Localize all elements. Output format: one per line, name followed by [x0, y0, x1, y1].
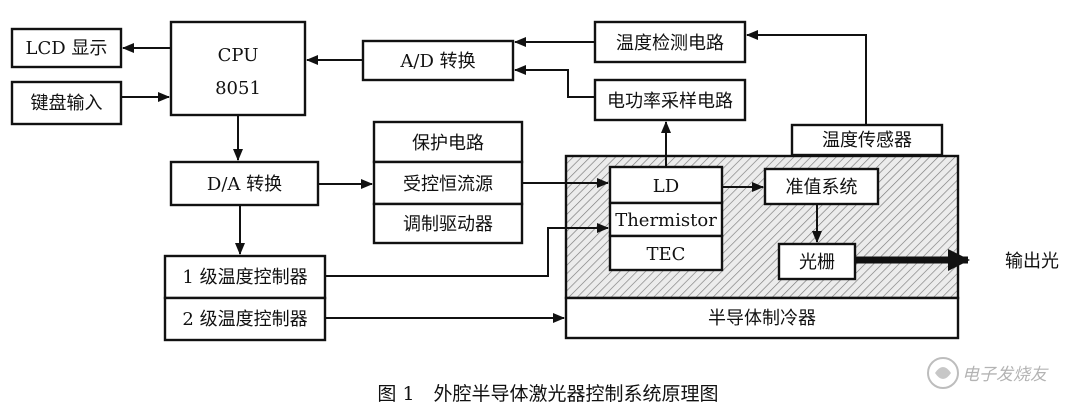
cpu-block: CPU 8051	[169, 20, 307, 117]
thermistor-label: Thermistor	[615, 210, 717, 231]
da-converter-label: D/A 转换	[207, 174, 282, 195]
temp-controller-2-block: 2 级温度控制器	[163, 296, 327, 342]
temperature-detection-block: 温度检测电路	[593, 20, 747, 64]
ld-label: LD	[653, 176, 679, 197]
figure-caption: 图 1 外腔半导体激光器控制系统原理图	[377, 383, 718, 405]
thermistor-block: Thermistor	[608, 201, 724, 238]
temperature-sensor-label: 温度传感器	[822, 130, 912, 151]
temperature-detection-label: 温度检测电路	[616, 33, 724, 54]
da-converter-block: D/A 转换	[169, 160, 320, 207]
cpu-model-label: 8051	[215, 78, 261, 99]
ad-converter-block: A/D 转换	[361, 39, 515, 82]
power-sampling-block: 电功率采样电路	[593, 78, 747, 122]
output-light-label: 输出光	[1005, 251, 1059, 272]
ld-block: LD	[608, 165, 724, 205]
collimation-system-label: 准值系统	[786, 177, 858, 198]
protection-circuit-label: 保护电路	[412, 133, 484, 154]
watermark-text: 电子发烧友	[962, 365, 1049, 385]
modulation-driver-label: 调制驱动器	[403, 214, 493, 235]
keyboard-input-block: 键盘输入	[10, 80, 123, 126]
semiconductor-cooler-label: 半导体制冷器	[708, 308, 816, 329]
modulation-driver-block: 调制驱动器	[372, 202, 524, 245]
temp-controller-2-label: 2 级温度控制器	[182, 309, 307, 330]
arrow-controller-1-to-thermistor	[325, 223, 609, 277]
collimation-system-block: 准值系统	[763, 167, 880, 206]
keyboard-input-label: 键盘输入	[31, 93, 103, 114]
grating-block: 光栅	[777, 242, 857, 281]
tec-block: TEC	[608, 234, 724, 272]
protection-circuit-block: 保护电路	[372, 120, 524, 164]
watermark-logo: 电子发烧友	[927, 357, 1049, 389]
semiconductor-cooler-block: 半导体制冷器	[564, 296, 960, 340]
controlled-current-source-label: 受控恒流源	[403, 174, 493, 195]
lcd-display-label: LCD 显示	[26, 38, 108, 59]
controlled-current-source-block: 受控恒流源	[372, 160, 524, 206]
lcd-display-block: LCD 显示	[10, 27, 123, 69]
temp-controller-1-label: 1 级温度控制器	[182, 267, 307, 288]
temperature-sensor-block: 温度传感器	[790, 123, 944, 157]
temp-controller-1-block: 1 级温度控制器	[163, 254, 327, 300]
tec-label: TEC	[647, 244, 686, 265]
arrow-power-sample-to-ad	[514, 65, 595, 98]
grating-label: 光栅	[799, 252, 835, 273]
cpu-label: CPU	[218, 45, 259, 66]
power-sampling-label: 电功率采样电路	[607, 91, 733, 112]
ad-converter-label: A/D 转换	[399, 51, 475, 72]
arrow-sensor-to-temp-detect	[746, 30, 867, 125]
